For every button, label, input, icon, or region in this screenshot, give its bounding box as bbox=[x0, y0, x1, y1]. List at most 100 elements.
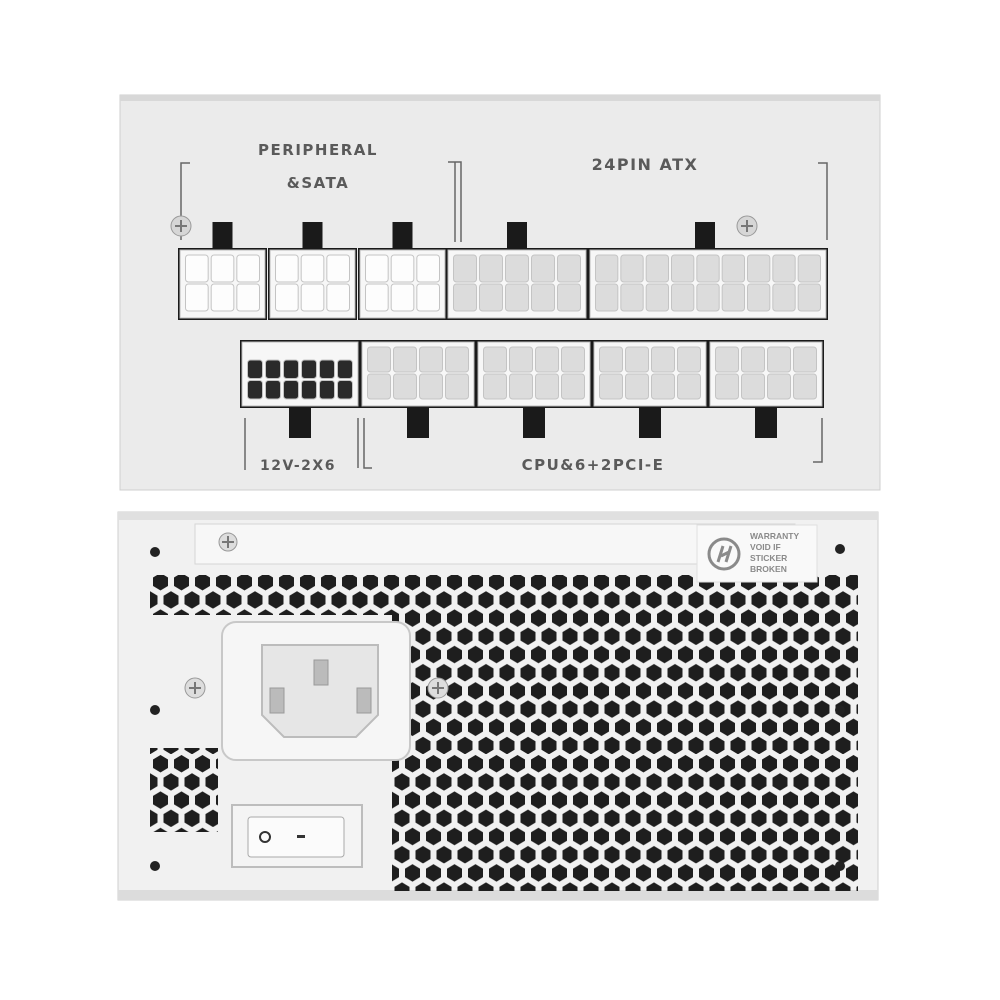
power-on-symbol bbox=[297, 835, 305, 838]
connector-pin bbox=[210, 254, 235, 283]
connector-pin bbox=[210, 283, 235, 312]
mounting-holes bbox=[150, 544, 845, 871]
connector-pin bbox=[772, 283, 796, 312]
connector-pin bbox=[599, 373, 623, 400]
connector-pin bbox=[715, 373, 739, 400]
connector-pin bbox=[185, 283, 209, 312]
screw-icon bbox=[170, 215, 192, 237]
connector-pin bbox=[625, 373, 649, 400]
connector-pin bbox=[479, 283, 503, 312]
connector-pin bbox=[561, 346, 585, 373]
connector-pin bbox=[365, 283, 389, 312]
connector-pin bbox=[561, 373, 585, 400]
connector-pin bbox=[741, 346, 765, 373]
connector-pin bbox=[367, 373, 391, 400]
label-sata: &SATA bbox=[287, 174, 350, 192]
connector-pin bbox=[283, 380, 299, 400]
modular-connector-panel: PERIPHERAL &SATA 24PIN ATX 12V-2X6 CPU&6… bbox=[119, 94, 881, 491]
screw-icon bbox=[427, 677, 449, 699]
connector-pin bbox=[445, 346, 469, 373]
connector-pin bbox=[599, 346, 623, 373]
connector-pin bbox=[557, 283, 581, 312]
connector-pin bbox=[535, 346, 559, 373]
connector-latch bbox=[407, 404, 429, 438]
connector-pin bbox=[185, 254, 209, 283]
sticker-text: STICKER bbox=[750, 553, 787, 563]
connector-pin bbox=[265, 380, 281, 400]
connector-pin bbox=[453, 283, 477, 312]
connector-pin bbox=[767, 373, 791, 400]
connector-pin bbox=[365, 254, 389, 283]
connector-pin bbox=[509, 346, 533, 373]
connector-pin bbox=[721, 254, 746, 283]
connector-pin bbox=[595, 283, 619, 312]
connector-pin bbox=[677, 346, 701, 373]
connector-pin bbox=[479, 254, 503, 283]
ac-power-inlet[interactable] bbox=[221, 621, 411, 761]
connector-pin bbox=[300, 283, 325, 312]
sticker-text: BROKEN bbox=[750, 564, 787, 574]
connector-pin bbox=[275, 254, 299, 283]
connector-pin bbox=[509, 373, 533, 400]
connector-pin bbox=[677, 373, 701, 400]
connector-pin bbox=[319, 380, 335, 400]
connector-pin bbox=[793, 346, 817, 373]
connector-pin bbox=[326, 254, 351, 283]
connector-pin bbox=[247, 359, 263, 379]
connector-pin bbox=[767, 346, 791, 373]
label-24pin-atx: 24PIN ATX bbox=[592, 155, 699, 174]
connector-latch bbox=[755, 404, 777, 438]
label-brackets bbox=[180, 161, 828, 470]
connector-pin bbox=[797, 283, 822, 312]
connector-latch bbox=[523, 404, 545, 438]
connector-pin bbox=[651, 373, 675, 400]
connector-pin bbox=[625, 346, 649, 373]
connector-latch bbox=[289, 404, 311, 438]
connector-sockets bbox=[178, 222, 828, 438]
connector-pin bbox=[531, 283, 555, 312]
connector-pin bbox=[390, 254, 415, 283]
connector-pin bbox=[247, 380, 263, 400]
connector-pin bbox=[483, 346, 507, 373]
connector-pin bbox=[557, 254, 581, 283]
connector-pin bbox=[236, 283, 260, 312]
connector-pin bbox=[721, 283, 746, 312]
screw-icon bbox=[736, 215, 758, 237]
connector-pin bbox=[326, 283, 351, 312]
rear-panel: WARRANTY VOID IF STICKER BROKEN bbox=[117, 511, 879, 901]
label-peripheral: PERIPHERAL bbox=[258, 141, 378, 159]
connector-pin bbox=[797, 254, 822, 283]
connector-pin bbox=[453, 254, 477, 283]
sticker-text: WARRANTY bbox=[750, 531, 799, 541]
connector-pin bbox=[651, 346, 675, 373]
connector-pin bbox=[741, 373, 765, 400]
connector-pin bbox=[283, 359, 299, 379]
power-off-symbol bbox=[259, 831, 271, 843]
connector-pin bbox=[535, 373, 559, 400]
screw-icon bbox=[184, 677, 206, 699]
connector-pin bbox=[747, 254, 771, 283]
power-switch[interactable] bbox=[231, 804, 363, 868]
connector-pin bbox=[265, 359, 281, 379]
screw-icon bbox=[218, 532, 238, 552]
connector-pin bbox=[531, 254, 555, 283]
connector-pin bbox=[671, 283, 695, 312]
connector-pin bbox=[319, 359, 335, 379]
connector-pin bbox=[483, 373, 507, 400]
connector-pin bbox=[367, 346, 391, 373]
connector-pin bbox=[645, 283, 670, 312]
connector-latch bbox=[695, 222, 715, 252]
label-12v-2x6: 12V-2X6 bbox=[260, 458, 336, 474]
connector-pin bbox=[715, 346, 739, 373]
warranty-sticker: WARRANTY VOID IF STICKER BROKEN bbox=[696, 524, 818, 583]
connector-latch bbox=[507, 222, 527, 252]
connector-pin bbox=[747, 283, 771, 312]
connector-pin bbox=[505, 254, 529, 283]
connector-pin bbox=[300, 254, 325, 283]
connector-pin bbox=[620, 283, 644, 312]
connector-pin bbox=[696, 283, 720, 312]
connector-pin bbox=[793, 373, 817, 400]
connector-pin bbox=[393, 373, 417, 400]
connector-pin bbox=[416, 254, 441, 283]
